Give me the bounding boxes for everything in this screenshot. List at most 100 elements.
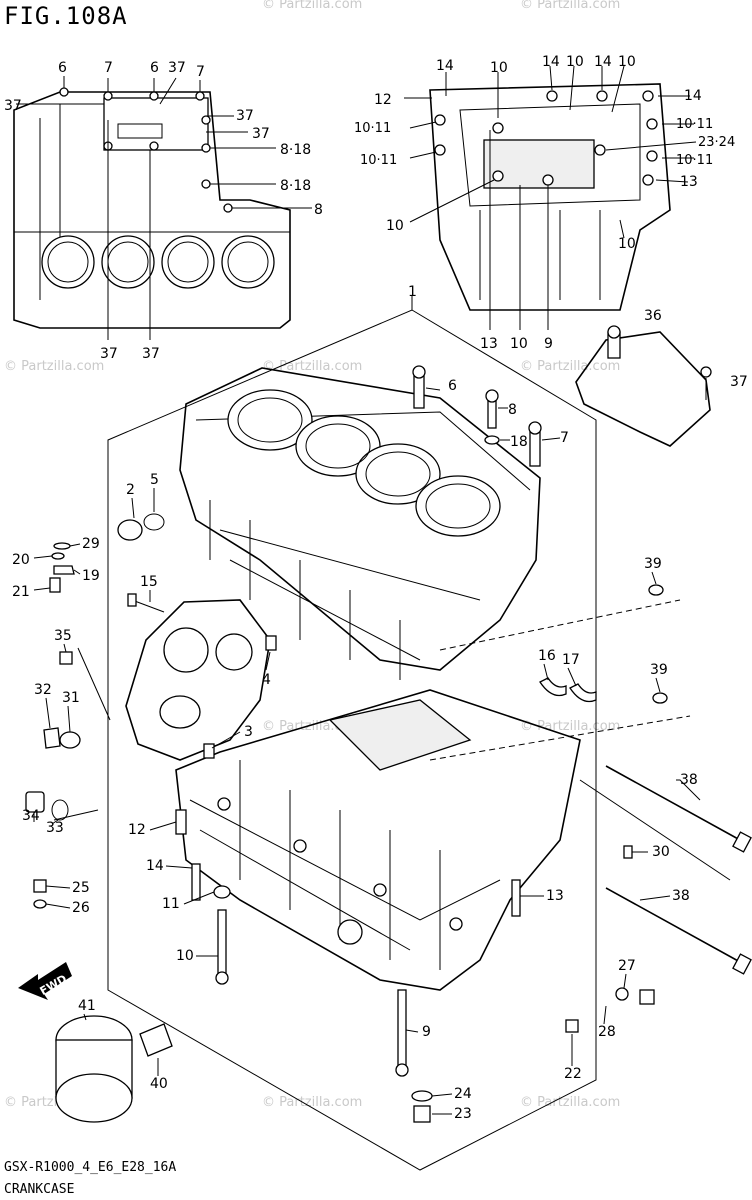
callout-24: 24	[454, 1086, 472, 1102]
figure-title: FIG.108A	[4, 2, 128, 30]
callout-14: 14	[594, 54, 612, 70]
callout-12: 12	[128, 822, 146, 838]
callout-18: 18	[510, 434, 528, 450]
callout-9: 9	[544, 336, 553, 352]
callout-2: 2	[126, 482, 135, 498]
callout-37: 37	[236, 108, 254, 124]
callout-37: 37	[142, 346, 160, 362]
callout-14: 14	[542, 54, 560, 70]
callout-8-18: 8·18	[280, 142, 311, 158]
callout-10: 10	[490, 60, 508, 76]
callout-17: 17	[562, 652, 580, 668]
assembly-outline	[107, 309, 597, 1171]
callout-13: 13	[680, 174, 698, 190]
callout-37: 37	[730, 374, 748, 390]
callout-30: 30	[652, 844, 670, 860]
callout-11: 11	[162, 896, 180, 912]
callout-4: 4	[262, 672, 271, 688]
callout-36: 36	[644, 308, 662, 324]
callout-20: 20	[12, 552, 30, 568]
callout-23-24: 23·24	[698, 135, 735, 150]
callout-39: 39	[650, 662, 668, 678]
watermark: © Partzilla.com	[520, 1095, 620, 1110]
watermark: © Partzilla.com	[520, 0, 620, 12]
callout-8-18: 8·18	[280, 178, 311, 194]
leader-lines	[33, 387, 701, 1115]
callout-14: 14	[684, 88, 702, 104]
callout-32: 32	[34, 682, 52, 698]
callout-15: 15	[140, 574, 158, 590]
callout-10: 10	[566, 54, 584, 70]
callout-10-11: 10·11	[360, 153, 397, 168]
callout-10-11: 10·11	[354, 121, 391, 136]
lower-crankcase	[175, 689, 581, 991]
callout-8: 8	[508, 402, 517, 418]
callout-39: 39	[644, 556, 662, 572]
inset-upper-crankcase	[13, 76, 312, 340]
callout-29: 29	[82, 536, 100, 552]
callout-10-11: 10·11	[676, 153, 713, 168]
callout-23: 23	[454, 1106, 472, 1122]
callout-22: 22	[564, 1066, 582, 1082]
callout-38: 38	[680, 772, 698, 788]
callout-19: 19	[82, 568, 100, 584]
callout-9: 9	[422, 1024, 431, 1040]
callout-37: 37	[252, 126, 270, 142]
fwd-arrow-icon: FWD	[18, 962, 72, 1000]
callout-34: 34	[22, 808, 40, 824]
callout-14: 14	[146, 858, 164, 874]
callout-10-11: 10·11	[676, 117, 713, 132]
front-plate	[125, 599, 271, 761]
callout-21: 21	[12, 584, 30, 600]
callout-6: 6	[448, 378, 457, 394]
callout-10: 10	[618, 236, 636, 252]
callout-37: 37	[168, 60, 186, 76]
callout-41: 41	[78, 998, 96, 1014]
callout-14: 14	[436, 58, 454, 74]
watermark: © Partzilla.com	[262, 1095, 362, 1110]
callout-37: 37	[100, 346, 118, 362]
small-parts	[25, 365, 752, 1123]
callout-7: 7	[196, 64, 205, 80]
callout-25: 25	[72, 880, 90, 896]
callout-26: 26	[72, 900, 90, 916]
callout-7: 7	[560, 430, 569, 446]
callout-12: 12	[374, 92, 392, 108]
callout-13: 13	[546, 888, 564, 904]
callout-16: 16	[538, 648, 556, 664]
callout-1: 1	[408, 284, 417, 300]
callout-40: 40	[150, 1076, 168, 1092]
section-name: CRANKCASE	[4, 1182, 75, 1197]
callout-31: 31	[62, 690, 80, 706]
callout-28: 28	[598, 1024, 616, 1040]
callout-13: 13	[480, 336, 498, 352]
model-code: GSX-R1000_4_E6_E28_16A	[4, 1160, 177, 1175]
callout-37: 37	[4, 98, 22, 114]
callout-3: 3	[244, 724, 253, 740]
callout-10: 10	[618, 54, 636, 70]
callout-8: 8	[314, 202, 323, 218]
callout-5: 5	[150, 472, 159, 488]
callout-10: 10	[386, 218, 404, 234]
watermark: © Partzilla.com	[262, 359, 362, 374]
guide-lines	[53, 599, 731, 881]
watermark: © Partzilla.com	[262, 0, 362, 12]
callout-38: 38	[672, 888, 690, 904]
callout-10: 10	[176, 948, 194, 964]
callout-35: 35	[54, 628, 72, 644]
watermark: © Partzilla.com	[4, 359, 104, 374]
upper-crankcase	[179, 367, 541, 680]
callout-6: 6	[58, 60, 67, 76]
callout-27: 27	[618, 958, 636, 974]
callout-6: 6	[150, 60, 159, 76]
watermark: © Partzilla.com	[520, 359, 620, 374]
cover-36	[575, 325, 712, 447]
callout-33: 33	[46, 820, 64, 836]
callout-10: 10	[510, 336, 528, 352]
inset-lower-crankcase	[404, 65, 697, 330]
watermark: © Partzilla.com	[520, 719, 620, 734]
callout-7: 7	[104, 60, 113, 76]
callout-labels: 6 7 6 37 7 37 37 37 8·18 8·18 8 37 37 14…	[4, 54, 748, 1122]
